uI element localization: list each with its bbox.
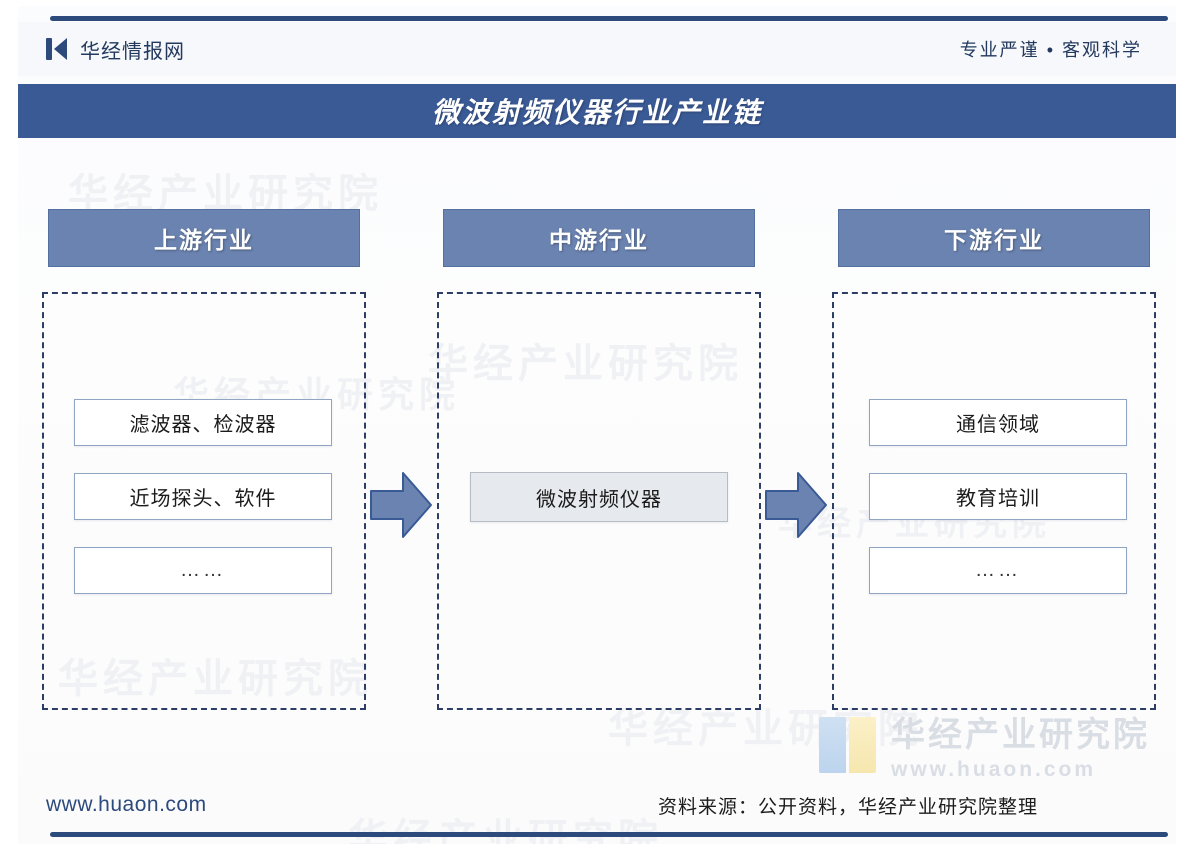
- column-header-upstream: 上游行业: [48, 209, 360, 267]
- column-header-downstream-label: 下游行业: [944, 227, 1044, 253]
- upstream-container: [42, 292, 366, 710]
- downstream-node-label: ……: [975, 559, 1021, 581]
- page-title: 微波射频仪器行业产业链: [431, 97, 762, 128]
- title-banner: 微波射频仪器行业产业链: [18, 84, 1176, 138]
- midstream-container: [437, 292, 761, 710]
- page-header: 华经情报网 专业严谨 • 客观科学: [18, 22, 1176, 76]
- arrow-midstream-to-downstream: [764, 469, 828, 546]
- upstream-node-label: 滤波器、检波器: [129, 414, 277, 436]
- downstream-container: [832, 292, 1156, 710]
- column-header-downstream: 下游行业: [838, 209, 1150, 267]
- upstream-node-label: ……: [180, 559, 226, 581]
- footer-source-note: 资料来源：公开资料，华经产业研究院整理: [658, 796, 1039, 818]
- upstream-node-label: 近场探头、软件: [129, 488, 277, 510]
- downstream-node[interactable]: 教育培训: [869, 473, 1127, 520]
- bottom-divider-rule: [50, 832, 1168, 837]
- upstream-node[interactable]: 滤波器、检波器: [74, 399, 332, 446]
- upstream-node[interactable]: 近场探头、软件: [74, 473, 332, 520]
- industry-chain-diagram: 上游行业 中游行业 下游行业 滤波器、检波器 近场探头、软件 ……: [18, 6, 1176, 844]
- midstream-node[interactable]: 微波射频仪器: [470, 472, 728, 522]
- huajing-logo-icon: [46, 38, 67, 60]
- downstream-node[interactable]: 通信领域: [869, 399, 1127, 446]
- midstream-node-label: 微波射频仪器: [536, 488, 662, 511]
- brand[interactable]: 华经情报网: [46, 35, 185, 64]
- column-header-upstream-label: 上游行业: [154, 227, 254, 253]
- downstream-node-more[interactable]: ……: [869, 547, 1127, 594]
- downstream-node-label: 通信领域: [956, 414, 1040, 436]
- upstream-node-more[interactable]: ……: [74, 547, 332, 594]
- arrow-upstream-to-midstream: [369, 469, 433, 546]
- column-header-midstream-label: 中游行业: [549, 227, 649, 253]
- content-canvas: 华经产业研究院 华经产业研究院 华经产业研究院 华经产业研究院 华经产业研究院 …: [18, 6, 1176, 844]
- header-tagline: 专业严谨 • 客观科学: [959, 40, 1142, 60]
- top-divider-rule: [50, 16, 1168, 21]
- column-header-midstream: 中游行业: [443, 209, 755, 267]
- brand-name: 华经情报网: [80, 40, 185, 63]
- footer-site-url[interactable]: www.huaon.com: [46, 793, 207, 816]
- page-footer: www.huaon.com 资料来源：公开资料，华经产业研究院整理: [18, 782, 1176, 828]
- downstream-node-label: 教育培训: [956, 488, 1040, 510]
